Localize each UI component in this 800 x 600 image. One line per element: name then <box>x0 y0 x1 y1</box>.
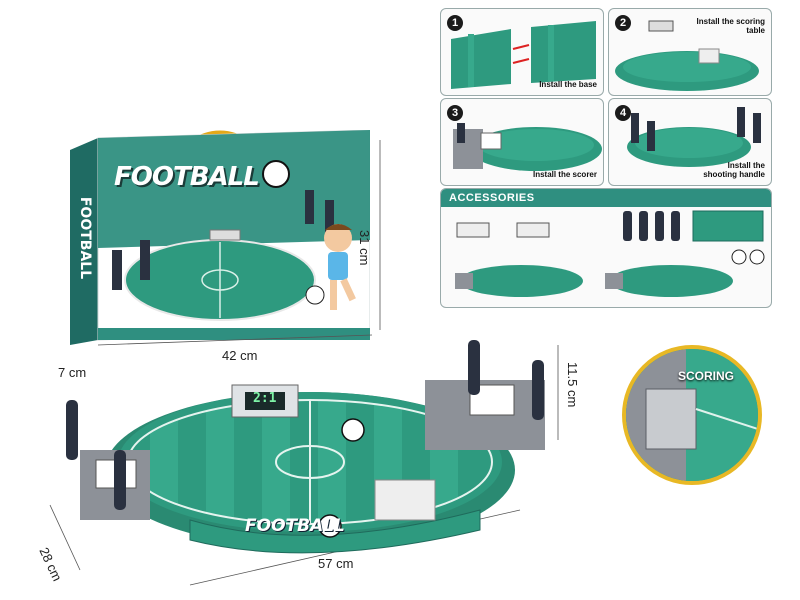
scoring-label: SCORING <box>678 369 735 383</box>
step-4-illustration <box>627 107 761 167</box>
football-table: 2:1 FOOTBALL <box>40 330 560 560</box>
step-4-caption: Install the shooting handle <box>703 161 765 179</box>
accessories-panel: ACCESSORIES <box>440 188 772 308</box>
step-4-number: 4 <box>615 105 631 121</box>
accessories-title: ACCESSORIES <box>449 192 535 204</box>
box-title: FOOTBALL <box>114 162 260 192</box>
step-3-number: 3 <box>447 105 463 121</box>
box-width-label: 42 cm <box>222 348 258 363</box>
step-2-caption: Install the scoring table <box>696 17 765 35</box>
table-logo: FOOTBALL <box>245 516 345 536</box>
step-1-illustration <box>451 21 596 89</box>
step-2-illustration <box>615 20 759 91</box>
step-panel-3: 3 Install the scorer <box>440 98 604 186</box>
step-panel-2: 2 Install the scoring table <box>608 8 772 96</box>
table-scoreboard: 2:1 <box>253 391 277 406</box>
product-box-illustration <box>70 129 371 345</box>
step-3-illustration <box>453 123 602 171</box>
box-ball-icon <box>262 160 290 188</box>
scoring-callout: SCORING <box>622 345 762 485</box>
step-panel-1: 1 Install the base <box>440 8 604 96</box>
step-3-caption: Install the scorer <box>532 170 597 179</box>
accessories-header: ACCESSORIES <box>441 189 771 207</box>
football-table-illustration <box>66 340 545 554</box>
table-height-label: 11.5 cm <box>565 362 580 408</box>
box-depth-label: 7 cm <box>58 365 87 380</box>
table-width-label: 57 cm <box>318 556 354 571</box>
accessories-illustration <box>455 210 765 297</box>
step-1-caption: Install the base <box>539 80 597 89</box>
step-1-number: 1 <box>447 15 463 31</box>
step-2-number: 2 <box>615 15 631 31</box>
step-panel-4: 4 Install the shooting handle <box>608 98 772 186</box>
product-box: FOOTBALL FOOTBALL <box>70 129 371 345</box>
